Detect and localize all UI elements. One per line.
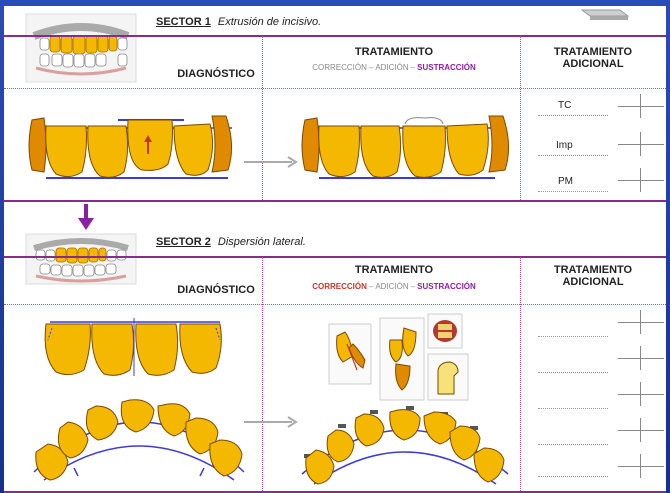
sector2-tick-2: [618, 358, 664, 359]
sector1-arrow-right: [242, 156, 302, 168]
sector2-col-divider-2: [520, 257, 521, 493]
sector1-tick-1v: [640, 94, 641, 118]
sector1-modifiers: CORRECCIÓN–ADICIÓN–SUSTRACCIÓN: [284, 63, 504, 72]
sector1-bottom-rule: [4, 200, 666, 202]
sector1-col-divider-2: [520, 36, 521, 200]
sector1-diagnosis-teeth: [22, 106, 252, 186]
smile-thumbnail-sector2: [26, 234, 136, 284]
sector1-additional-line-2: [538, 155, 608, 156]
worksheet: SECTOR 1 Extrusión de incisivo. DIAGNÓST…: [4, 6, 666, 493]
treatment-image-cast: [428, 314, 462, 348]
corner-tab-icon: [574, 6, 634, 24]
sector2-col-divider-1: [262, 257, 263, 493]
sector2-tick-5: [618, 466, 664, 467]
treatment-image-correction: [329, 324, 371, 384]
sector2-arrow-right: [242, 416, 302, 428]
sector-transition-arrow: [76, 202, 96, 232]
modifier-subtraction: SUSTRACCIÓN: [417, 63, 476, 72]
sector2-tick-4v: [640, 418, 641, 442]
sector1-additional-line-3: [538, 191, 608, 192]
sector2-treatment-arch: [298, 402, 512, 488]
sector1-title: SECTOR 1 Extrusión de incisivo.: [156, 16, 321, 28]
sector1-description: Extrusión de incisivo.: [218, 16, 321, 28]
sector1-treatment-teeth: [299, 106, 514, 186]
sector2-tick-3: [618, 394, 664, 395]
sector1-header-divider: [4, 88, 666, 89]
sector2-diagnosis-arch: [24, 392, 254, 488]
sector2-tick-2v: [640, 346, 641, 370]
modifier-subtraction: SUSTRACCIÓN: [417, 282, 476, 291]
sector2-tick-1v: [640, 310, 641, 334]
sector2-additional-line-2: [538, 372, 608, 373]
sector2-top-rule: [4, 256, 666, 258]
sector1-tick-2: [618, 144, 664, 145]
sector2-additional-header: TRATAMIENTO ADICIONAL: [528, 264, 658, 288]
sector2-diagnosis-front-teeth: [34, 312, 234, 382]
sector1-tick-3v: [640, 168, 641, 192]
sector2-treatment-header: TRATAMIENTO: [304, 264, 484, 276]
sector1-number: SECTOR 1: [156, 16, 211, 28]
sector1-additional-line-1: [538, 115, 608, 116]
sector2-additional-line-4: [538, 444, 608, 445]
sector2-tick-3v: [640, 382, 641, 406]
sector1-tick-3: [618, 180, 664, 181]
sector1-additional-item-pm: PM: [558, 176, 573, 187]
sector2-description: Dispersión lateral.: [218, 236, 306, 248]
sector2-title: SECTOR 2 Dispersión lateral.: [156, 236, 306, 248]
sector2-tick-1: [618, 322, 664, 323]
sector1-tick-1: [618, 106, 664, 107]
modifier-correction: CORRECCIÓN: [312, 282, 367, 291]
sector2-additional-line-1: [538, 336, 608, 337]
sector1-additional-header: TRATAMIENTO ADICIONAL: [528, 46, 658, 70]
sector1-additional-item-imp: Imp: [556, 140, 573, 151]
sector1-col-divider-1: [262, 36, 263, 200]
sector1-additional-item-tc: TC: [558, 100, 571, 111]
sector2-tick-4: [618, 430, 664, 431]
sector1-top-rule: [4, 35, 666, 37]
sector2-tick-5v: [640, 454, 641, 478]
sector1-diagnosis-header: DIAGNÓSTICO: [166, 68, 266, 80]
sector1-tick-2v: [640, 132, 641, 156]
sector1-treatment-header: TRATAMIENTO: [304, 46, 484, 58]
sector2-additional-line-5: [538, 476, 608, 477]
sector2-additional-line-3: [538, 408, 608, 409]
modifier-correction: CORRECCIÓN: [312, 63, 367, 72]
treatment-image-prep: [428, 354, 468, 400]
sector2-diagnosis-header: DIAGNÓSTICO: [166, 284, 266, 296]
sector2-modifiers: CORRECCIÓN–ADICIÓN–SUSTRACCIÓN: [284, 282, 504, 291]
modifier-addition: ADICIÓN: [375, 282, 408, 291]
sector2-header-divider: [4, 304, 666, 305]
treatment-image-tooth-rotation: [380, 318, 424, 400]
sector2-number: SECTOR 2: [156, 236, 211, 248]
smile-thumbnail-sector1: [26, 14, 136, 82]
modifier-addition: ADICIÓN: [375, 63, 408, 72]
